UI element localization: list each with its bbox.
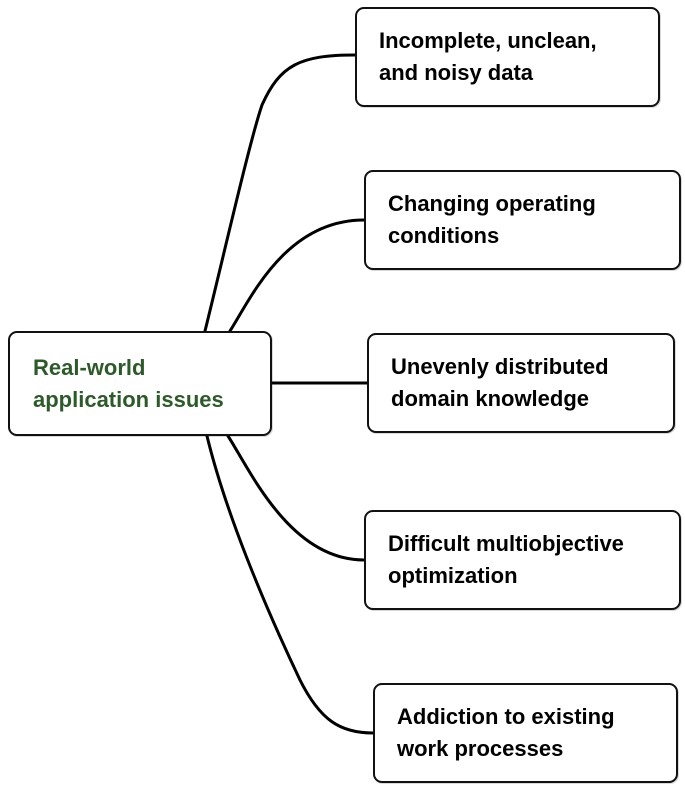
issue-node-label: Unevenly distributed domain knowledge	[391, 354, 609, 411]
issue-node-changing-conditions: Changing operating conditions	[364, 170, 681, 270]
issue-node-label: Changing operating conditions	[388, 191, 596, 248]
issue-node-multiobjective-optimization: Difficult multiobjective optimization	[364, 510, 681, 610]
connector-issue-4	[226, 434, 366, 562]
root-node-label: Real-world application issues	[33, 354, 224, 412]
connector-issue-1	[203, 53, 357, 333]
issue-node-incomplete-data: Incomplete, unclean, and noisy data	[355, 7, 660, 107]
connector-issue-5	[205, 434, 375, 735]
connector-issue-2	[228, 218, 366, 333]
root-node: Real-world application issues	[8, 331, 272, 436]
issue-node-work-processes: Addiction to existing work processes	[373, 683, 678, 783]
issue-node-label: Difficult multiobjective optimization	[388, 531, 624, 588]
issue-node-domain-knowledge: Unevenly distributed domain knowledge	[367, 333, 675, 433]
issue-node-label: Incomplete, unclean, and noisy data	[379, 28, 597, 85]
issue-node-label: Addiction to existing work processes	[397, 704, 615, 761]
